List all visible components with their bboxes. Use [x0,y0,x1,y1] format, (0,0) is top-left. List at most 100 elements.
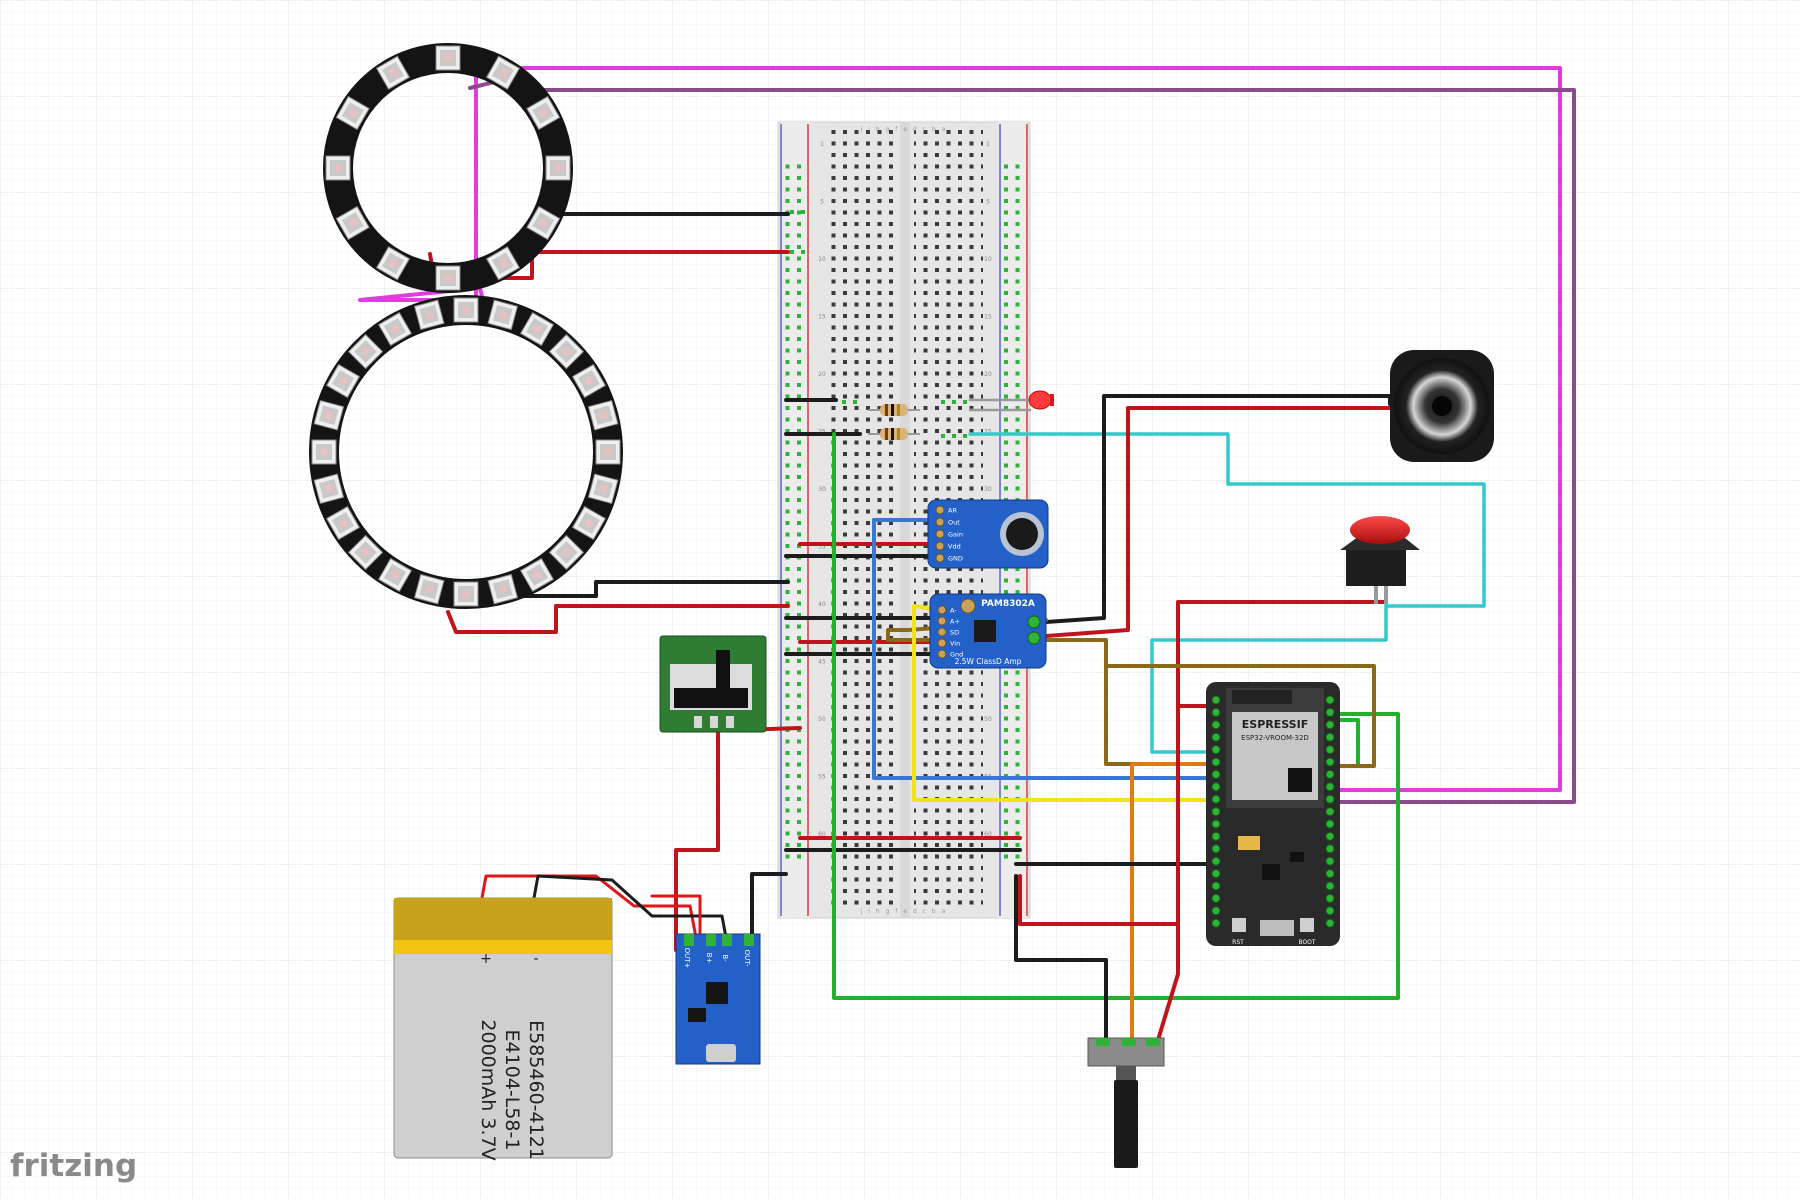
neopixel-led [519,557,555,593]
amp-pin[interactable] [937,605,947,615]
wire-magenta-data[interactable] [474,66,1562,792]
esp32-pin-right[interactable] [1325,757,1335,767]
esp32-pin-right[interactable] [1325,707,1335,717]
esp32-pin-left[interactable] [1211,906,1221,916]
neopixel-led [571,363,607,399]
esp32-pin-left[interactable] [1211,794,1221,804]
mic-pin[interactable] [935,517,945,527]
esp32-pin-right[interactable] [1325,794,1335,804]
wire-battery-black[interactable] [532,874,730,950]
amp-subtitle: 2.5W ClassD Amp [955,657,1022,666]
esp32-pin-right[interactable] [1325,695,1335,705]
esp32-pin-left[interactable] [1211,695,1221,705]
esp32-pin-left[interactable] [1211,807,1221,817]
esp32-pin-left[interactable] [1211,745,1221,755]
red-led[interactable] [1028,390,1054,410]
mic-pin-label: GND [948,555,963,563]
breadboard-row-number: 55 [818,774,826,781]
esp32-pin-left[interactable] [1211,869,1221,879]
esp32-pin-left[interactable] [1211,720,1221,730]
wire-pot-black[interactable] [1014,874,1108,1042]
charger-module[interactable]: OUT+B+B-OUT- [675,933,761,1065]
esp32-pin-right[interactable] [1325,906,1335,916]
amp-pin[interactable] [937,627,947,637]
neopixel-led [377,311,413,347]
esp32-pin-left[interactable] [1211,757,1221,767]
esp32-dev-board[interactable]: ESPRESSIF ESP32-VROOM-32D RST BOOT [1206,682,1340,946]
esp32-pin-right[interactable] [1325,732,1335,742]
neopixel-led [453,297,479,323]
neopixel-ring-small[interactable] [323,43,573,293]
esp32-pin-left[interactable] [1211,856,1221,866]
mic-pin[interactable] [935,505,945,515]
wire-blue[interactable] [872,518,1216,780]
wire-big-ring-vcc[interactable] [446,604,790,634]
esp32-pin-left[interactable] [1211,844,1221,854]
neopixel-ring-large[interactable] [309,295,623,609]
esp32-pin-right[interactable] [1325,782,1335,792]
amp-pin-label: Vin [950,640,960,648]
breadboard-row-number: 15 [818,314,826,321]
esp32-pin-left[interactable] [1211,732,1221,742]
wire-battery-red[interactable] [480,874,700,950]
fritzing-watermark: fritzing [10,1148,137,1184]
esp32-pin-right[interactable] [1325,881,1335,891]
wire-orange[interactable] [1130,762,1216,1042]
battery-plus: + [480,951,492,967]
esp32-pin-left[interactable] [1211,707,1221,717]
esp32-pin-right[interactable] [1325,720,1335,730]
esp32-pin-right[interactable] [1325,918,1335,928]
esp32-pin-left[interactable] [1211,881,1221,891]
esp32-pin-right[interactable] [1325,856,1335,866]
mic-pin[interactable] [935,541,945,551]
esp32-pin-right[interactable] [1325,807,1335,817]
esp32-pin-right[interactable] [1325,844,1335,854]
neopixel-led [325,155,351,181]
wire-yellow[interactable] [912,604,1216,802]
wire-switch-down[interactable] [674,728,720,952]
breadboard-left-rail[interactable] [784,160,807,860]
esp32-pin-right[interactable] [1325,819,1335,829]
neopixel-led [548,534,585,571]
esp32-pin-left[interactable] [1211,769,1221,779]
mic-pin[interactable] [935,553,945,563]
esp32-pin-right[interactable] [1325,745,1335,755]
esp32-pin-left[interactable] [1211,831,1221,841]
potentiometer[interactable] [1087,1037,1165,1168]
lipo-battery[interactable]: + - E585460-4121 E4104-L58-1 2000mAh 3.7… [393,897,613,1161]
wire-cyan[interactable] [968,432,1486,754]
resistor-1[interactable] [868,404,920,416]
esp32-pin-right[interactable] [1325,769,1335,779]
neopixel-led [526,205,561,241]
slide-switch[interactable] [659,635,767,733]
wire-speaker-red[interactable] [1044,406,1392,638]
speaker[interactable] [1390,350,1494,462]
wire-battery-red-2[interactable] [650,894,702,950]
breadboard-row-number: 1 [986,141,990,148]
esp32-pin-left[interactable] [1211,918,1221,928]
wire-charger-black[interactable] [750,872,788,950]
amp-pin[interactable] [937,649,947,659]
esp32-pin-left[interactable] [1211,819,1221,829]
wire-pot-red-2[interactable] [1156,922,1180,1042]
push-button[interactable] [1340,516,1420,604]
wire-pot-red[interactable] [1018,704,1180,926]
breadboard-row-number: 60 [984,831,992,838]
wire-brown[interactable] [886,618,1376,768]
esp32-pin-right[interactable] [1325,893,1335,903]
mic-pin[interactable] [935,529,945,539]
esp32-pin-right[interactable] [1325,831,1335,841]
resistor-2[interactable] [868,428,920,440]
esp32-pin-right[interactable] [1325,869,1335,879]
wire-big-ring-gnd[interactable] [522,580,790,598]
esp32-pin-left[interactable] [1211,782,1221,792]
esp32-pin-left[interactable] [1211,893,1221,903]
amp-pin[interactable] [937,616,947,626]
neopixel-led [325,505,361,541]
amp-pin[interactable] [937,638,947,648]
breadboard-row-number: 25 [984,429,992,436]
